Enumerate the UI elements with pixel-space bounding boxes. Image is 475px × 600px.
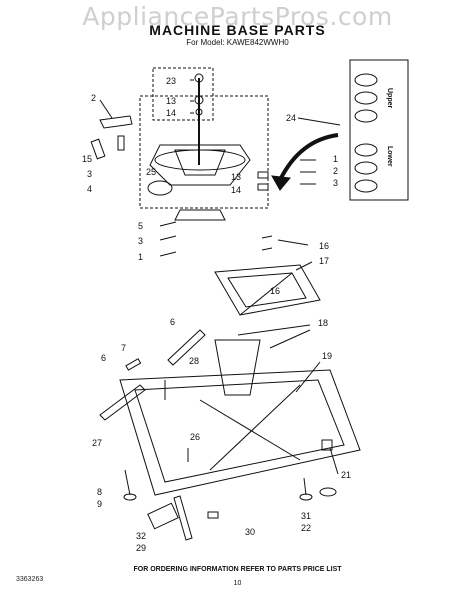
callout-28: 28 xyxy=(189,356,199,366)
document-number: 3363263 xyxy=(16,576,44,583)
callout-1: 1 xyxy=(333,154,338,164)
callout-17: 17 xyxy=(319,256,329,266)
callout-3: 3 xyxy=(87,169,92,179)
callout-19: 19 xyxy=(322,351,332,361)
callout-15: 15 xyxy=(82,154,92,164)
callout-16b: 16 xyxy=(270,286,280,296)
callout-2b: 2 xyxy=(333,166,338,176)
callout-27: 27 xyxy=(92,438,102,448)
upper-assembly-box xyxy=(152,67,214,121)
callout-1c: 1 xyxy=(138,252,143,262)
inset-label-upper: Upper xyxy=(386,88,393,109)
callout-16: 16 xyxy=(319,241,329,251)
inset-label-lower: Lower xyxy=(386,146,393,167)
callout-21: 21 xyxy=(341,470,351,480)
callout-18: 18 xyxy=(318,318,328,328)
callout-29: 29 xyxy=(136,543,146,553)
callout-13: 13 xyxy=(166,96,176,106)
callout-23: 23 xyxy=(166,76,176,86)
main-assembly-box xyxy=(139,95,269,209)
watermark: AppliancePartsPros.com xyxy=(82,2,393,31)
callout-26: 26 xyxy=(190,432,200,442)
callout-8: 8 xyxy=(97,487,102,497)
seal-inset-box xyxy=(349,59,409,201)
callout-3b: 3 xyxy=(333,178,338,188)
callout-9: 9 xyxy=(97,499,102,509)
callout-3c: 3 xyxy=(138,236,143,246)
callout-labels: 23 13 14 2 15 3 25 4 24 1 2 3 13 14 5 3 … xyxy=(82,76,351,553)
callout-6b: 6 xyxy=(101,353,106,363)
page-number: 10 xyxy=(233,580,242,587)
model-number: For Model: KAWE842WWH0 xyxy=(186,38,289,47)
ordering-note: FOR ORDERING INFORMATION REFER TO PARTS … xyxy=(133,566,342,573)
callout-13b: 13 xyxy=(231,172,241,182)
callout-32: 32 xyxy=(136,531,146,541)
callout-6: 6 xyxy=(170,317,175,327)
callout-14b: 14 xyxy=(231,185,241,195)
callout-5: 5 xyxy=(138,221,143,231)
callout-7: 7 xyxy=(121,343,126,353)
callout-2: 2 xyxy=(91,93,96,103)
callout-30: 30 xyxy=(245,527,255,537)
callout-14: 14 xyxy=(166,108,176,118)
callout-22: 22 xyxy=(301,523,311,533)
page-title: MACHINE BASE PARTS xyxy=(149,22,326,38)
callout-24: 24 xyxy=(286,113,296,123)
callout-25: 25 xyxy=(146,167,156,177)
callout-4: 4 xyxy=(87,184,92,194)
callout-31: 31 xyxy=(301,511,311,521)
